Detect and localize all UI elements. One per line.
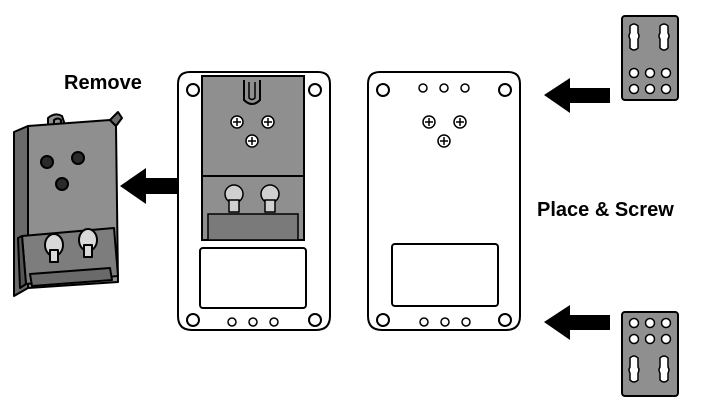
detached-din-bracket — [13, 111, 123, 297]
remove-label: Remove — [64, 72, 142, 94]
mounting-tab-top — [621, 15, 679, 101]
screw-icon — [230, 115, 275, 148]
place-screw-label: Place & Screw — [537, 199, 674, 221]
device-panel-with-bracket — [177, 71, 331, 331]
arrow-left-icon — [544, 78, 610, 113]
keyhole-slot-icon — [224, 184, 280, 213]
mounting-hole-icon — [186, 83, 200, 97]
arrow-left-icon — [544, 305, 610, 340]
mounting-tab-bottom — [621, 311, 679, 397]
device-panel-bare — [367, 71, 521, 331]
arrow-left-icon — [120, 168, 192, 204]
